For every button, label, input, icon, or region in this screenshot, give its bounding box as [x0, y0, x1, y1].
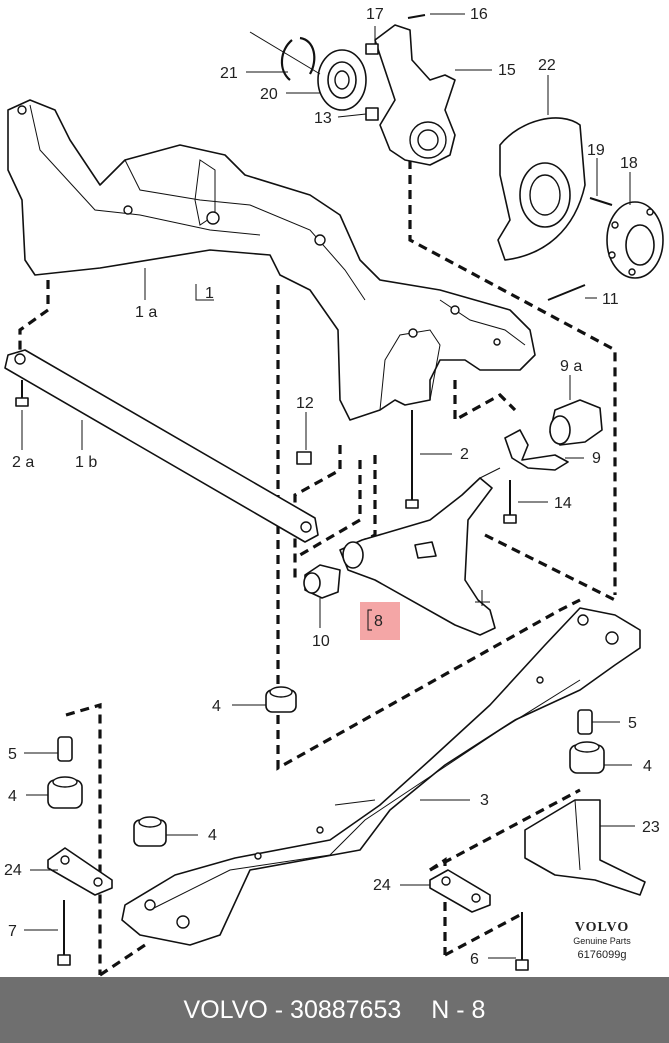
sleeve-left	[57, 736, 73, 762]
control-arm	[339, 467, 501, 636]
wheel-bearing	[317, 49, 367, 111]
callout-labels: 16 17 15 21 20 13 22 19 18 11 1 1 a 1 b …	[4, 6, 660, 968]
callout-18: 18	[620, 155, 638, 172]
callout-17: 17	[366, 6, 384, 23]
callout-5-left: 5	[8, 746, 17, 763]
rear-crossmember	[121, 607, 641, 946]
exploded-parts-diagram: 16 17 15 21 20 13 22 19 18 11 1 1 a 1 b …	[4, 6, 664, 977]
splash-shield	[497, 117, 586, 261]
callout-13: 13	[314, 110, 332, 127]
volvo-genuine-parts-mark: VOLVO Genuine Parts 6176099g	[552, 920, 652, 961]
highlight-box	[360, 602, 400, 640]
bushing	[549, 399, 603, 446]
bushing-small	[303, 564, 341, 599]
callout-2: 2	[460, 446, 469, 463]
rubber-mount-center	[133, 816, 167, 847]
leader-lines	[21, 13, 635, 959]
callout-4-right: 4	[643, 758, 652, 775]
callout-14: 14	[554, 495, 572, 512]
bolts	[15, 14, 613, 971]
bracket	[504, 429, 569, 471]
callout-21: 21	[220, 65, 238, 82]
front-subframe	[7, 99, 536, 421]
callout-10: 10	[312, 633, 330, 650]
sleeve-right	[577, 709, 593, 735]
rubber-mount-mid	[265, 686, 297, 713]
plate-right	[429, 869, 491, 913]
callout-1b: 1 b	[75, 454, 97, 471]
plate-left	[47, 847, 113, 896]
callout-2a: 2 a	[12, 454, 34, 471]
footer-part-number: VOLVO - 30887653	[183, 995, 402, 1024]
callout-11: 11	[602, 291, 619, 308]
callout-1a: 1 a	[135, 304, 157, 321]
callout-19: 19	[587, 142, 605, 159]
callout-5-right: 5	[628, 715, 637, 732]
brand-logo: VOLVO	[574, 920, 630, 935]
callout-1: 1	[205, 285, 214, 302]
callout-20: 20	[260, 86, 278, 103]
strut-bar	[4, 349, 319, 543]
callout-9a: 9 a	[560, 358, 582, 375]
mounting-bracket	[524, 799, 646, 896]
callout-22: 22	[538, 57, 556, 74]
callout-4-mid: 4	[212, 698, 221, 715]
callout-23: 23	[642, 819, 660, 836]
steering-knuckle	[374, 24, 456, 166]
callout-4-center: 4	[208, 827, 217, 844]
rubber-mount-right	[569, 741, 605, 774]
part-number-footer: VOLVO - 30887653 N - 8	[0, 977, 669, 1043]
callout-7: 7	[8, 923, 17, 940]
rubber-mount-left	[47, 776, 83, 809]
callout-24-left: 24	[4, 862, 22, 879]
circlip	[280, 36, 316, 81]
callout-16: 16	[470, 6, 488, 23]
callout-12: 12	[296, 395, 314, 412]
callout-9: 9	[592, 450, 601, 467]
footer-position: N - 8	[431, 995, 486, 1024]
callout-3: 3	[480, 792, 489, 809]
wheel-hub	[606, 201, 664, 279]
brand-reference: 6176099g	[577, 949, 627, 961]
callout-6: 6	[470, 951, 479, 968]
callout-8: 8	[374, 613, 383, 630]
callout-24-right: 24	[373, 877, 391, 894]
callout-15: 15	[498, 62, 516, 79]
callout-4-left: 4	[8, 788, 17, 805]
brand-subtitle: Genuine Parts	[573, 936, 631, 946]
